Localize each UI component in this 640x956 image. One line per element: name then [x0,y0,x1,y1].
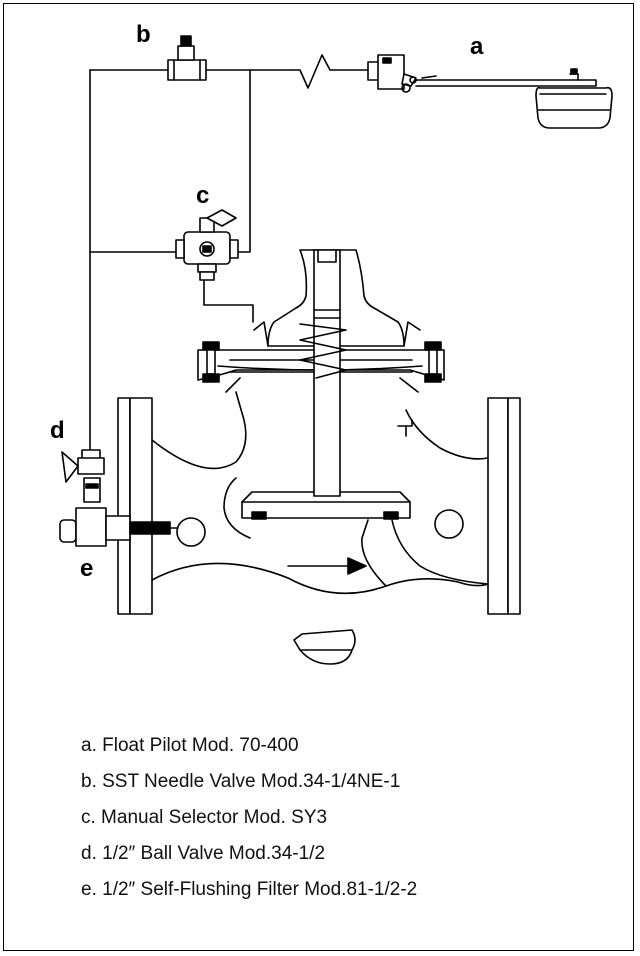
legend-item-e: e. 1/2″ Self-Flushing Filter Mod.81-1/2-… [81,879,418,900]
callout-b: b [136,21,151,48]
callout-a: a [470,33,484,60]
callout-d: d [50,417,65,444]
ball-valve [61,449,105,503]
callout-c: c [196,182,209,209]
legend-item-d: d. 1/2″ Ball Valve Mod.34-1/2 [81,843,326,864]
legend-item-b: b. SST Needle Valve Mod.34-1/4NE-1 [81,771,401,792]
diagram-frame [3,3,634,951]
callout-e: e [80,555,93,582]
main-valve [117,249,521,665]
self-flushing-filter [59,507,179,547]
float-pilot [367,54,613,129]
parts-legend: a. Float Pilot Mod. 70-400 b. SST Needle… [81,728,417,908]
manual-selector [175,209,239,281]
legend-item-c: c. Manual Selector Mod. SY3 [81,807,328,828]
legend-item-a: a. Float Pilot Mod. 70-400 [81,735,299,756]
needle-valve [167,35,207,81]
